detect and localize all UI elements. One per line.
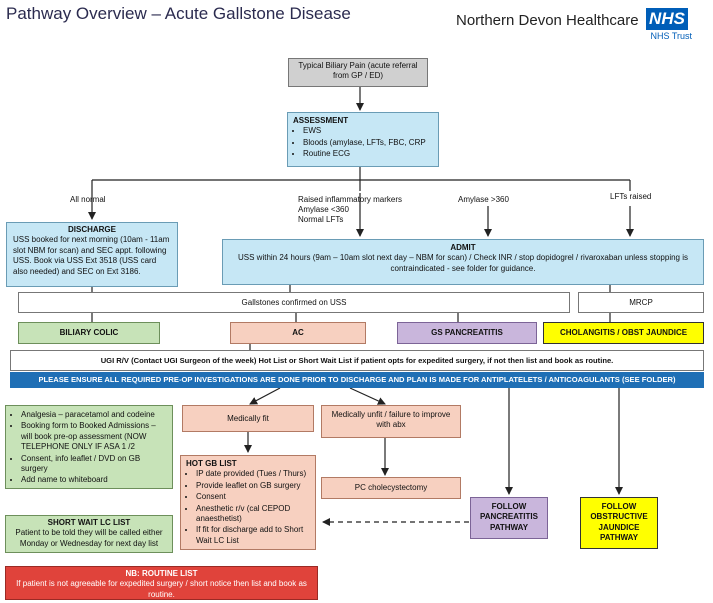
gallstones-box: Gallstones confirmed on USS bbox=[18, 292, 570, 313]
branch-raised-line: Amylase <360 bbox=[298, 205, 349, 214]
biliary-action: Analgesia – paracetamol and codeine bbox=[21, 410, 167, 420]
medically-fit-text: Medically fit bbox=[227, 414, 269, 423]
biliary-action: Booking form to Booked Admissions – will… bbox=[21, 421, 167, 452]
branch-lfts: LFTs raised bbox=[610, 192, 652, 201]
follow-pancreatitis-box: FOLLOW PANCREATITIS PATHWAY bbox=[470, 497, 548, 539]
branch-raised-markers: Raised inflammatory markers Amylase <360… bbox=[298, 195, 402, 225]
assessment-title: ASSESSMENT bbox=[293, 116, 349, 125]
assessment-item: Routine ECG bbox=[303, 149, 433, 159]
short-wait-box: SHORT WAIT LC LIST Patient to be told th… bbox=[5, 515, 173, 553]
referral-box: Typical Biliary Pain (acute referral fro… bbox=[288, 58, 428, 87]
pc-cholecystectomy-text: PC cholecystectomy bbox=[354, 483, 428, 492]
ugi-review-text: UGI R/V (Contact UGI Surgeon of the week… bbox=[100, 356, 614, 365]
medically-unfit-box: Medically unfit / failure to improve wit… bbox=[321, 405, 461, 438]
biliary-colic-label: BILIARY COLIC bbox=[59, 328, 119, 337]
preop-banner: PLEASE ENSURE ALL REQUIRED PRE-OP INVEST… bbox=[10, 372, 704, 388]
cholangitis-label: CHOLANGITIS / OBST JAUNDICE bbox=[559, 328, 688, 337]
biliary-action: Add name to whiteboard bbox=[21, 475, 167, 485]
hot-gb-item: IP date provided (Tues / Thurs) bbox=[196, 469, 310, 479]
page-title: Pathway Overview – Acute Gallstone Disea… bbox=[6, 4, 351, 23]
biliary-actions-box: Analgesia – paracetamol and codeine Book… bbox=[5, 405, 173, 489]
hot-gb-box: HOT GB LIST IP date provided (Tues / Thu… bbox=[180, 455, 316, 550]
discharge-title: DISCHARGE bbox=[67, 225, 116, 234]
routine-list-box: NB: ROUTINE LIST If patient is not agree… bbox=[5, 566, 318, 600]
pc-cholecystectomy-box: PC cholecystectomy bbox=[321, 477, 461, 499]
cholangitis-box: CHOLANGITIS / OBST JAUNDICE bbox=[543, 322, 704, 344]
gallstones-text: Gallstones confirmed on USS bbox=[241, 298, 347, 307]
hot-gb-item: Provide leaflet on GB surgery bbox=[196, 481, 310, 491]
hot-gb-item: If fit for discharge add to Short Wait L… bbox=[196, 525, 310, 546]
admit-box: ADMIT USS within 24 hours (9am – 10am sl… bbox=[222, 239, 704, 285]
preop-banner-text: PLEASE ENSURE ALL REQUIRED PRE-OP INVEST… bbox=[38, 375, 676, 384]
short-wait-text: Patient to be told they will be called e… bbox=[15, 528, 163, 548]
assessment-box: ASSESSMENT EWS Bloods (amylase, LFTs, FB… bbox=[287, 112, 439, 167]
routine-list-text: If patient is not agreeable for expedite… bbox=[16, 579, 307, 599]
assessment-list: EWS Bloods (amylase, LFTs, FBC, CRP Rout… bbox=[293, 126, 433, 159]
medically-fit-box: Medically fit bbox=[182, 405, 314, 432]
mrcp-text: MRCP bbox=[629, 298, 653, 307]
hot-gb-list: IP date provided (Tues / Thurs) Provide … bbox=[186, 469, 310, 546]
assessment-item: Bloods (amylase, LFTs, FBC, CRP bbox=[303, 138, 433, 148]
mrcp-box: MRCP bbox=[578, 292, 704, 313]
referral-text: Typical Biliary Pain (acute referral fro… bbox=[298, 61, 418, 81]
ac-box: AC bbox=[230, 322, 366, 344]
biliary-actions-list: Analgesia – paracetamol and codeine Book… bbox=[11, 410, 167, 486]
ac-label: AC bbox=[292, 328, 304, 337]
hot-gb-item: Anesthetic r/v (cal CEPOD anaesthetist) bbox=[196, 504, 310, 525]
branch-all-normal: All normal bbox=[70, 195, 106, 204]
discharge-box: DISCHARGE USS booked for next morning (1… bbox=[6, 222, 178, 287]
biliary-colic-box: BILIARY COLIC bbox=[18, 322, 160, 344]
nhs-logo: NHS bbox=[646, 8, 688, 30]
ugi-review-box: UGI R/V (Contact UGI Surgeon of the week… bbox=[10, 350, 704, 371]
assessment-item: EWS bbox=[303, 126, 433, 136]
hot-gb-title: HOT GB LIST bbox=[186, 459, 237, 468]
gs-pancreatitis-label: GS PANCREATITIS bbox=[431, 328, 503, 337]
short-wait-title: SHORT WAIT LC LIST bbox=[47, 518, 131, 527]
admit-title: ADMIT bbox=[450, 243, 476, 252]
trust-name: NHS Trust bbox=[650, 31, 692, 41]
org-name: Northern Devon Healthcare bbox=[456, 12, 639, 29]
admit-text: USS within 24 hours (9am – 10am slot nex… bbox=[238, 253, 688, 273]
hot-gb-item: Consent bbox=[196, 492, 310, 502]
medically-unfit-text: Medically unfit / failure to improve wit… bbox=[331, 410, 451, 430]
follow-obstructive-text: FOLLOW OBSTRUCTIVE JAUNDICE PATHWAY bbox=[590, 502, 648, 543]
gs-pancreatitis-box: GS PANCREATITIS bbox=[397, 322, 537, 344]
discharge-text: USS booked for next morning (10am - 11am… bbox=[13, 235, 170, 276]
biliary-action: Consent, info leaflet / DVD on GB surger… bbox=[21, 454, 167, 475]
branch-raised-line: Normal LFTs bbox=[298, 215, 344, 224]
follow-pancreatitis-text: FOLLOW PANCREATITIS PATHWAY bbox=[480, 502, 538, 532]
routine-list-title: NB: ROUTINE LIST bbox=[125, 569, 198, 578]
branch-amylase: Amylase >360 bbox=[458, 195, 509, 204]
follow-obstructive-box: FOLLOW OBSTRUCTIVE JAUNDICE PATHWAY bbox=[580, 497, 658, 549]
branch-raised-line: Raised inflammatory markers bbox=[298, 195, 403, 204]
